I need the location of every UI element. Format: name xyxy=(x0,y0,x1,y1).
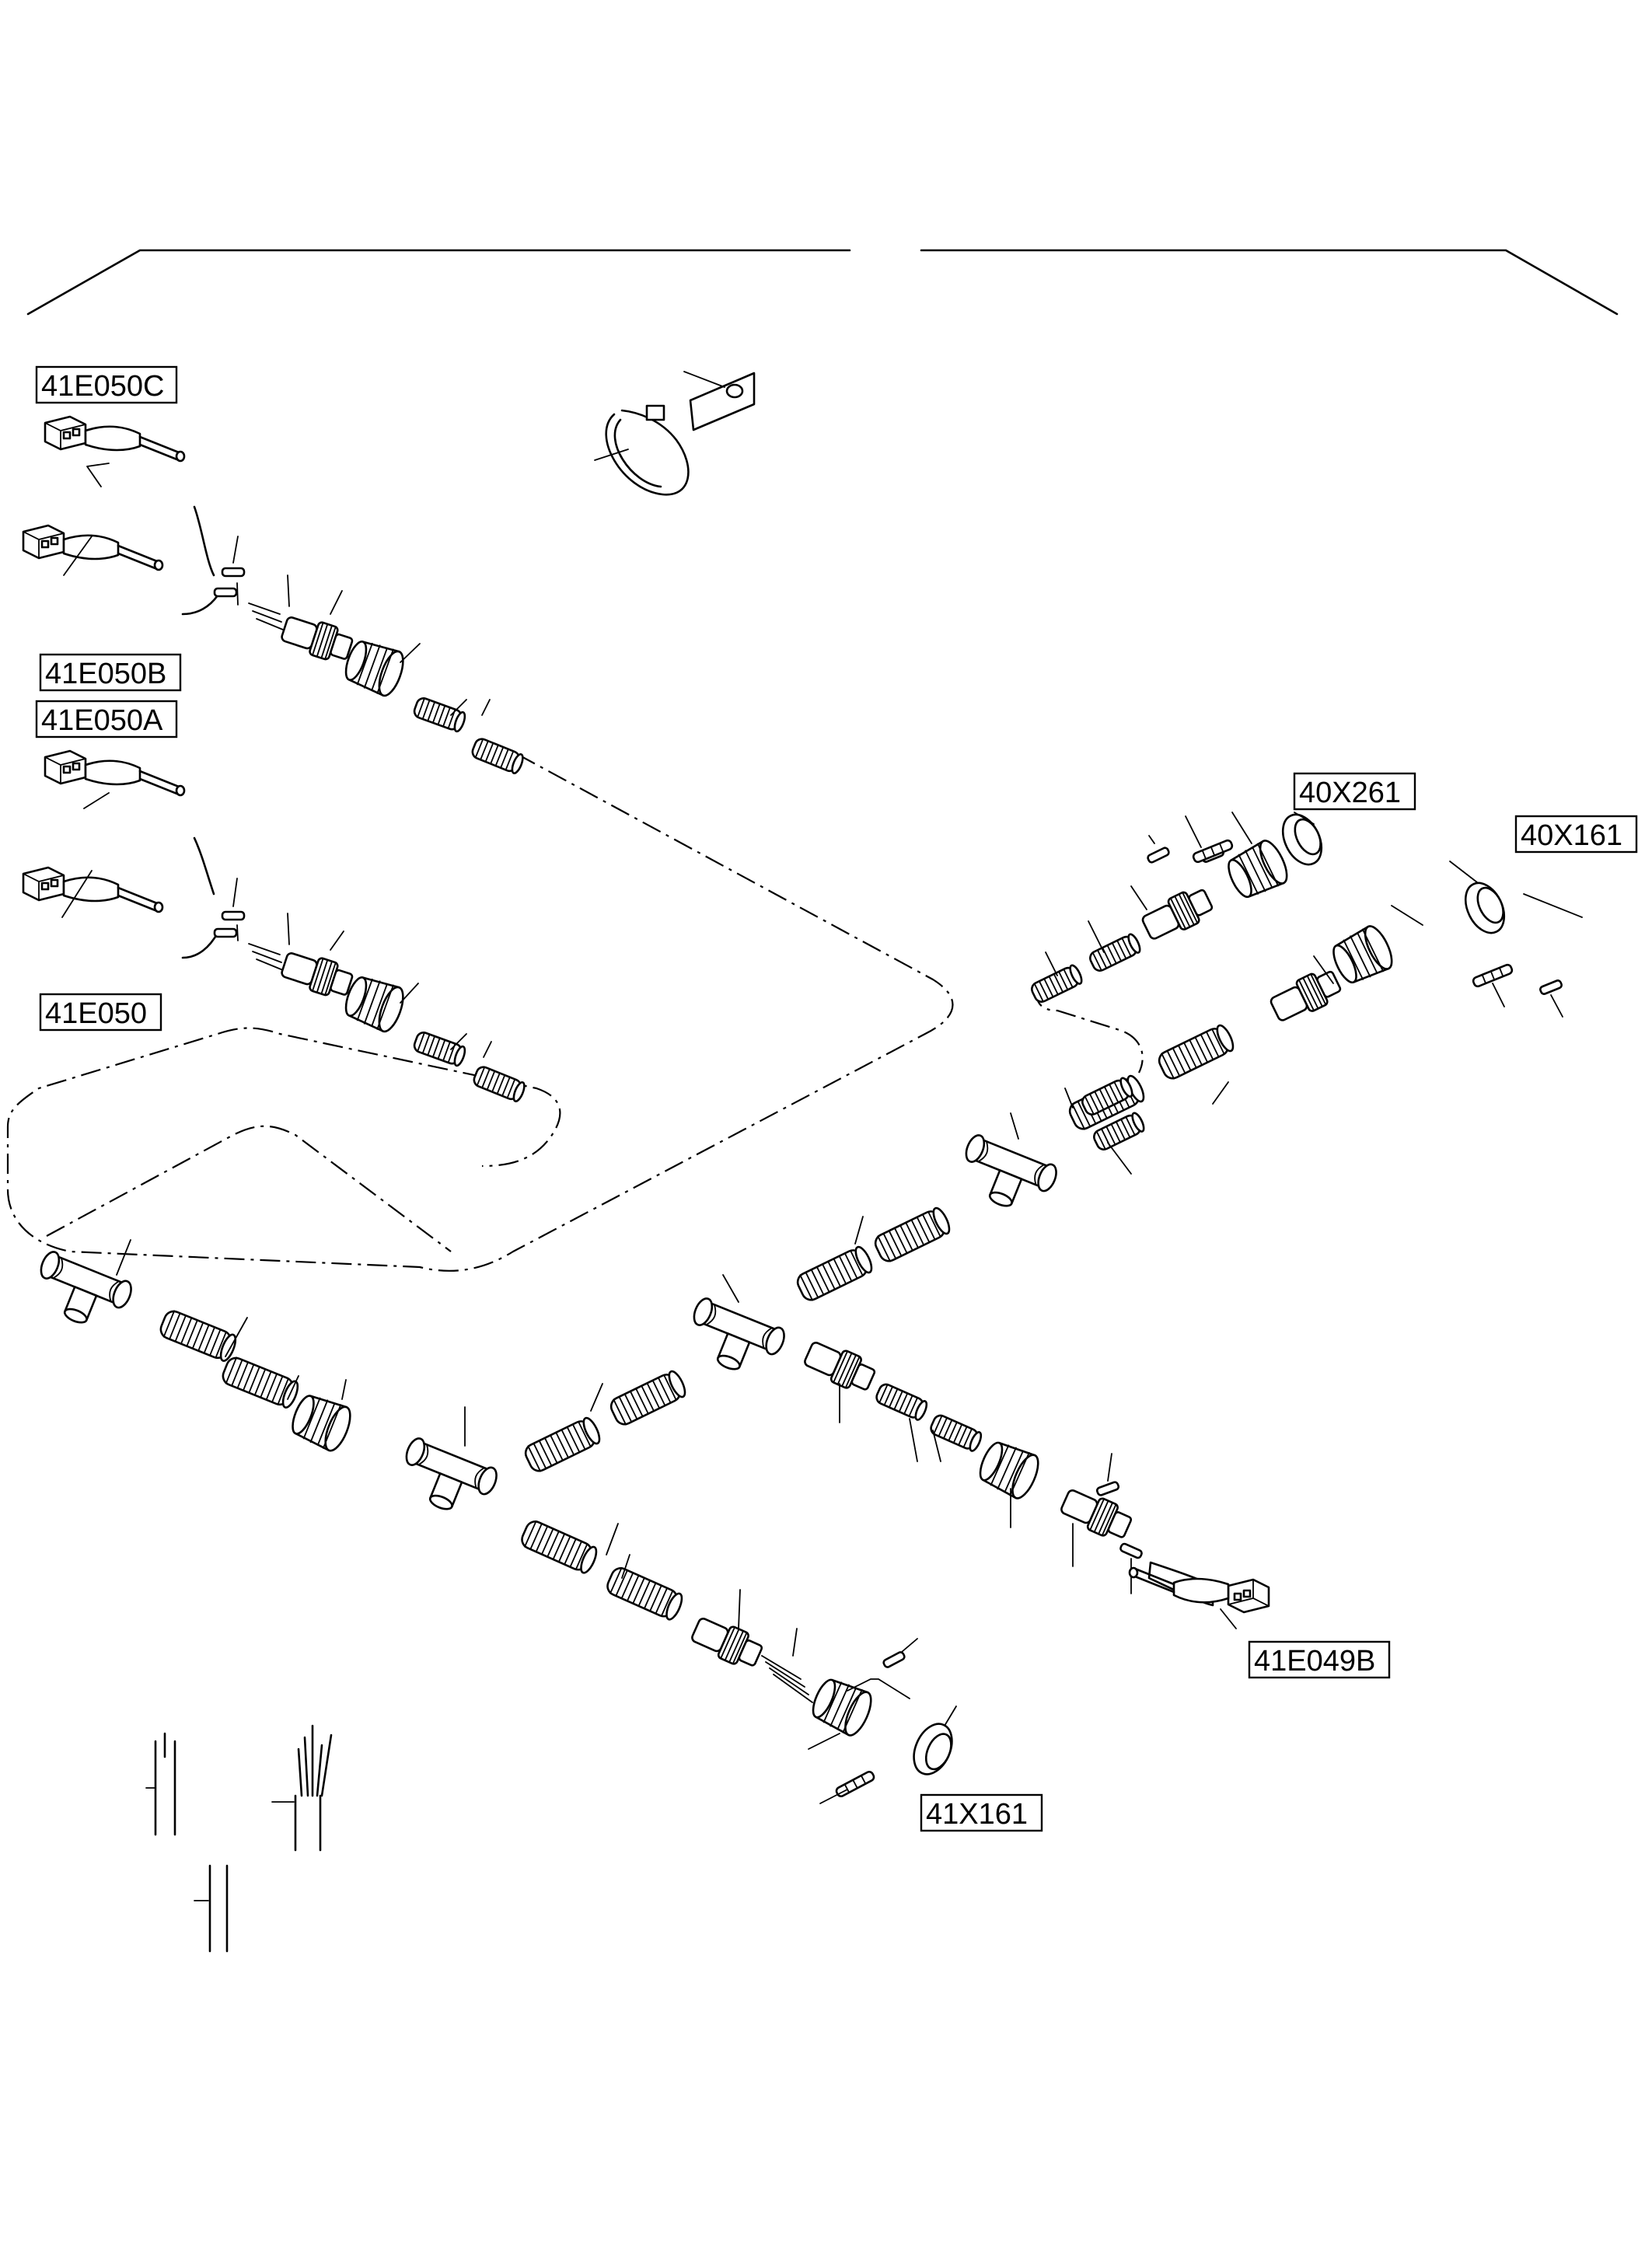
terminal-pin-icon xyxy=(221,567,246,578)
wire-icon-single xyxy=(194,1864,229,1953)
label-41E050C: 41E050C xyxy=(35,365,178,404)
svg-text:40X161: 40X161 xyxy=(1521,819,1622,852)
svg-text:40X261: 40X261 xyxy=(1299,777,1401,809)
svg-text:41E050C: 41E050C xyxy=(41,370,164,403)
svg-text:41E049B: 41E049B xyxy=(1254,1645,1375,1678)
label-41X161: 41X161 xyxy=(920,1793,1043,1832)
label-41E050A: 41E050A xyxy=(35,700,178,738)
frame-lines xyxy=(26,249,1619,316)
routing-dashed-lines xyxy=(6,753,1144,1272)
multicore-cable-icon xyxy=(271,1724,333,1852)
label-41E050B: 41E050B xyxy=(39,653,182,692)
label-tag-icon xyxy=(683,371,756,431)
main-harness-trunk xyxy=(26,807,1583,1804)
svg-text:41E050B: 41E050B xyxy=(45,658,166,690)
label-41E049B: 41E049B xyxy=(1248,1640,1391,1679)
connector-group-41E050C xyxy=(22,415,526,776)
svg-text:41X161: 41X161 xyxy=(926,1798,1028,1831)
connector-group-41E050A xyxy=(22,749,528,1104)
label-41E050: 41E050 xyxy=(39,993,162,1032)
svg-text:41E050A: 41E050A xyxy=(41,704,163,737)
wire-icon xyxy=(145,1732,176,1836)
label-40X261: 40X261 xyxy=(1293,772,1416,811)
svg-text:41E050: 41E050 xyxy=(45,997,147,1030)
tee-junction-icon xyxy=(26,1248,136,1339)
cable-tie-icon xyxy=(594,404,690,496)
label-40X161: 40X161 xyxy=(1514,815,1638,854)
